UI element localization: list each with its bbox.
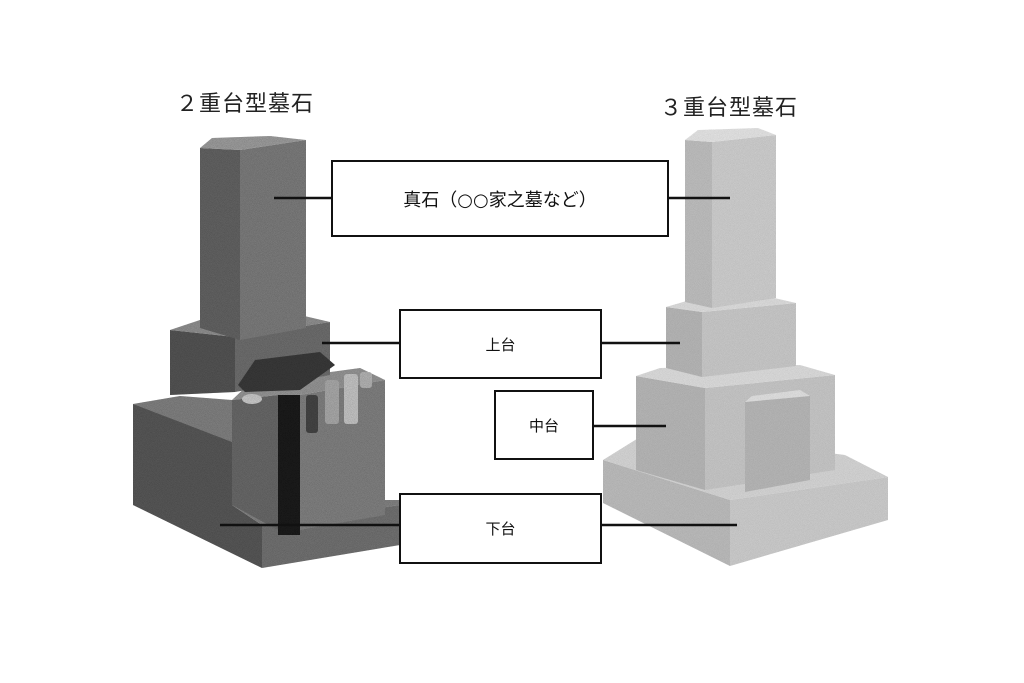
left-water-cap: [242, 394, 262, 404]
leader-lines: [220, 196, 737, 527]
label-gedai: 下台: [399, 493, 602, 564]
right-gedai-front: [603, 460, 730, 566]
left-incense-stand: [238, 352, 335, 392]
three-tier-tombstone: [603, 128, 888, 566]
right-shinseki-top: [685, 128, 776, 142]
left-vase-slot: [278, 395, 300, 535]
right-joudai-front: [666, 307, 702, 377]
left-shinseki-side: [240, 140, 306, 340]
left-cup-2: [325, 380, 339, 424]
right-shinseki-side: [712, 135, 776, 308]
left-cup-4: [360, 372, 372, 388]
title-three-tier: ３重台型墓石: [660, 96, 799, 121]
right-shinseki-front: [685, 140, 712, 308]
left-vase-block-left: [232, 395, 278, 530]
label-shinseki: 真石（○○家之墓など）: [331, 160, 669, 237]
left-shinseki-top: [200, 136, 306, 150]
right-gedai-side: [730, 477, 888, 566]
left-vase-block-right: [300, 380, 385, 530]
right-joudai-side: [702, 303, 796, 377]
left-gedai-front: [133, 404, 262, 568]
label-chuudai: 中台: [494, 390, 594, 460]
title-two-tier: ２重台型墓石: [176, 92, 315, 117]
right-flower-stand-top: [745, 390, 810, 402]
right-chuudai-front: [636, 376, 705, 490]
label-joudai: 上台: [399, 309, 602, 379]
left-shinseki-front: [200, 148, 240, 340]
left-joudai-front: [170, 330, 235, 395]
left-cup-3: [344, 374, 358, 424]
two-tier-tombstone: [133, 136, 400, 568]
left-gedai-top: [133, 396, 232, 442]
right-flower-stand: [745, 396, 810, 492]
left-cup-1: [306, 395, 318, 433]
